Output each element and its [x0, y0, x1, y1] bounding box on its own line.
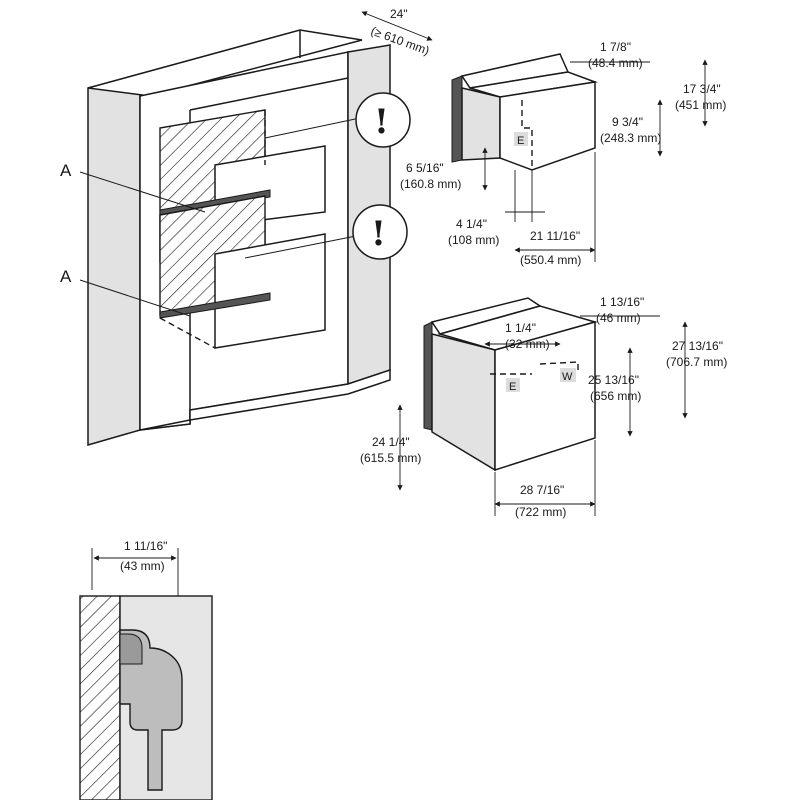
lower-body-left — [431, 333, 496, 472]
lower-oven-hidden-edge — [159, 317, 216, 349]
upper-body-left — [461, 87, 501, 161]
upper-conn-tag: E — [517, 135, 524, 147]
upper-conn-height-mm: (248.3 mm) — [600, 131, 661, 145]
lower-front-depth-mm: (46 mm) — [596, 311, 641, 325]
warning-top-glyph: ! — [374, 102, 389, 142]
lower-depth-in: 24 1/4" — [372, 435, 410, 449]
label-a-top-leader — [79, 171, 206, 213]
lower-inner-height-mm: (656 mm) — [590, 389, 641, 403]
upper-width-mm: (550.4 mm) — [520, 253, 581, 267]
lower-conn-e-box — [506, 378, 520, 392]
plug-clearance-mm: (43 mm) — [120, 559, 165, 573]
warning-bottom-glyph: ! — [371, 214, 386, 254]
label-a-top: A — [60, 161, 72, 180]
upper-appliance-drawing: E 1 7/8" (48.4 mm) 17 3/4" (451 mm) 9 3/… — [400, 40, 726, 267]
lower-conn-w-box — [560, 368, 576, 382]
label-a-bottom-leader — [79, 279, 191, 317]
cabinet-drawing: 24" (≥ 610 mm) A A ! ! — [60, 7, 433, 446]
niche-depth-in: 24" — [390, 7, 408, 21]
lower-conn-e-tag: E — [509, 381, 516, 393]
lower-conn-w-tag: W — [562, 371, 573, 383]
plug-clearance-in: 1 11/16" — [124, 539, 167, 553]
plug-socket — [119, 633, 143, 665]
cabinet-left-panel — [87, 74, 141, 446]
niche-depth-dim-line — [361, 11, 433, 41]
warning-bottom-icon — [352, 204, 408, 260]
plug-wall-hatch — [79, 595, 121, 800]
upper-conn-side-mm: (108 mm) — [448, 233, 499, 247]
lower-conn-depth-in: 1 1/4" — [505, 321, 536, 335]
plug-detail-drawing: 1 11/16" (43 mm) — [79, 539, 213, 800]
lower-appliance-drawing: E W 1 13/16" (46 mm) 1 1/4" (32 mm) 27 1… — [360, 295, 727, 519]
lower-front-depth-in: 1 13/16" — [600, 295, 644, 309]
lower-front-edge — [423, 321, 433, 431]
upper-height-in: 17 3/4" — [683, 82, 721, 96]
lower-depth-mm: (615.5 mm) — [360, 451, 421, 465]
warning-top-leader — [264, 117, 361, 139]
upper-conn-side-in: 4 1/4" — [456, 217, 487, 231]
upper-body-front — [499, 81, 596, 171]
label-a-bottom: A — [60, 267, 72, 286]
upper-conn-offset-in: 6 5/16" — [406, 161, 444, 175]
warning-top-icon — [355, 92, 411, 148]
upper-height-mm: (451 mm) — [675, 98, 726, 112]
cabinet-plinth — [139, 368, 391, 431]
upper-conn-offset-mm: (160.8 mm) — [400, 177, 461, 191]
lower-conn-depth-mm: (32 mm) — [505, 337, 550, 351]
lower-height-mm: (706.7 mm) — [666, 355, 727, 369]
lower-width-in: 28 7/16" — [520, 483, 564, 497]
plug-body — [119, 629, 183, 791]
lower-shelf-rail — [159, 292, 271, 319]
lower-inner-height-in: 25 13/16" — [588, 373, 639, 387]
upper-width-in: 21 11/16" — [530, 229, 580, 243]
warning-bottom-leader — [244, 235, 357, 259]
lower-width-mm: (722 mm) — [515, 505, 566, 519]
upper-conn-height-in: 9 3/4" — [612, 115, 643, 129]
upper-front-depth-in: 1 7/8" — [600, 40, 631, 54]
upper-conn-box — [514, 132, 528, 146]
lower-conn-w-hidden — [539, 361, 579, 372]
upper-conn-hidden-line — [521, 100, 533, 168]
upper-front-edge — [451, 75, 463, 163]
cabinet-top-inner-edge — [189, 77, 349, 111]
upper-front-depth-mm: (48.4 mm) — [588, 56, 643, 70]
lower-oven-opening — [214, 233, 326, 349]
lower-body-front — [494, 321, 596, 472]
lower-height-in: 27 13/16" — [672, 339, 723, 353]
